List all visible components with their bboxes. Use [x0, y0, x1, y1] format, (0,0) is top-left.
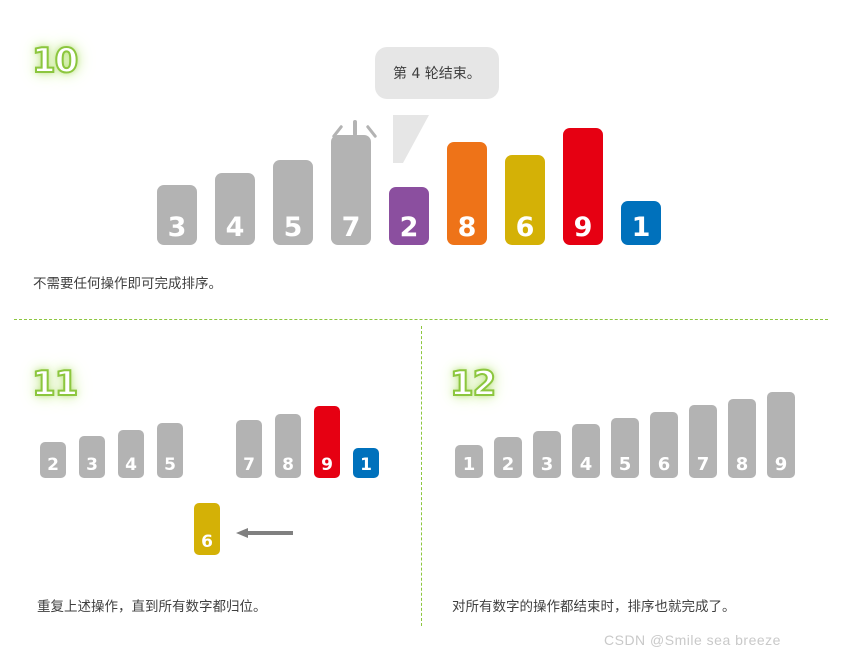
caption-step-11: 重复上述操作，直到所有数字都归位。 [37, 599, 267, 615]
number-card-value: 3 [167, 212, 187, 243]
number-card-value: 2 [47, 455, 59, 475]
number-card[interactable]: 4 [118, 430, 144, 478]
number-card[interactable]: 5 [611, 418, 639, 478]
number-card[interactable]: 7 [689, 405, 717, 478]
insertion-arrow [236, 528, 293, 538]
number-card[interactable]: 4 [572, 424, 600, 478]
number-card-value: 8 [735, 454, 749, 475]
sparkle-icon [331, 118, 378, 142]
number-card-value: 6 [201, 532, 213, 552]
number-card[interactable]: 2 [389, 187, 429, 245]
number-card-value: 9 [774, 454, 788, 475]
step-number-11: 11 [31, 364, 79, 404]
arrow-head [236, 528, 248, 538]
number-card-value: 9 [573, 212, 593, 243]
number-card[interactable]: 1 [621, 201, 661, 245]
number-card-value: 6 [515, 212, 535, 243]
number-card[interactable]: 1 [455, 445, 483, 478]
watermark: CSDN @Smile sea breeze [604, 632, 781, 648]
number-card-value: 5 [164, 455, 176, 475]
speech-bubble-tail [393, 115, 429, 163]
number-card-value: 5 [283, 212, 303, 243]
number-card-value: 4 [125, 455, 137, 475]
number-card[interactable]: 9 [563, 128, 603, 245]
number-card[interactable]: 5 [157, 423, 183, 478]
number-card[interactable]: 2 [40, 442, 66, 478]
number-card[interactable]: 9 [314, 406, 340, 478]
number-card-value: 1 [631, 212, 651, 243]
number-card[interactable]: 1 [353, 448, 379, 478]
number-card-value: 3 [540, 454, 554, 475]
step-number-10: 10 [31, 41, 79, 81]
number-card-value: 7 [696, 454, 710, 475]
divider-vertical [421, 326, 422, 626]
number-card[interactable]: 3 [79, 436, 105, 478]
sparkle-stroke-mid [353, 120, 357, 136]
number-card[interactable]: 3 [157, 185, 197, 245]
step-number-12: 12 [449, 364, 497, 404]
number-card-value: 7 [341, 212, 361, 243]
number-card-value: 5 [618, 454, 632, 475]
card-row-step-12: 1 2 3 4 5 6 7 8 9 [455, 390, 805, 478]
number-card[interactable]: 6 [505, 155, 545, 245]
number-card-value: 7 [243, 455, 255, 475]
divider-horizontal [14, 319, 828, 320]
caption-step-12: 对所有数字的操作都结束时，排序也就完成了。 [452, 599, 736, 615]
number-card[interactable]: 5 [273, 160, 313, 245]
number-card-value: 1 [462, 454, 476, 475]
caption-step-10: 不需要任何操作即可完成排序。 [33, 276, 222, 292]
number-card[interactable]: 7 [236, 420, 262, 478]
number-card-value: 2 [501, 454, 515, 475]
number-card-value: 8 [457, 212, 477, 243]
number-card-value: 4 [225, 212, 245, 243]
number-card[interactable]: 8 [728, 399, 756, 478]
number-card[interactable]: 4 [215, 173, 255, 245]
number-card-value: 8 [282, 455, 294, 475]
card-row-step-10: 3 4 5 7 2 8 6 9 1 [157, 128, 697, 245]
number-card[interactable]: 9 [767, 392, 795, 478]
number-card-value: 1 [360, 455, 372, 475]
speech-bubble-body: 第 4 轮结束。 [375, 47, 499, 99]
number-card-value: 4 [579, 454, 593, 475]
number-card-value: 3 [86, 455, 98, 475]
number-card-value: 6 [657, 454, 671, 475]
number-card[interactable]: 6 [650, 412, 678, 478]
number-card[interactable]: 3 [533, 431, 561, 478]
floating-card-step-11: 6 [194, 500, 234, 555]
arrow-line [246, 531, 293, 535]
number-card[interactable]: 8 [275, 414, 301, 478]
number-card[interactable]: 6 [194, 503, 220, 555]
number-card[interactable]: 2 [494, 437, 522, 478]
number-card[interactable]: 8 [447, 142, 487, 245]
number-card[interactable]: 7 [331, 135, 371, 245]
speech-bubble-text: 第 4 轮结束。 [393, 66, 481, 82]
number-card-value: 9 [321, 455, 333, 475]
number-card-value: 2 [399, 212, 419, 243]
card-row-step-11-right: 7 8 9 1 [236, 400, 396, 478]
card-row-step-11-left: 2 3 4 5 [40, 420, 200, 478]
